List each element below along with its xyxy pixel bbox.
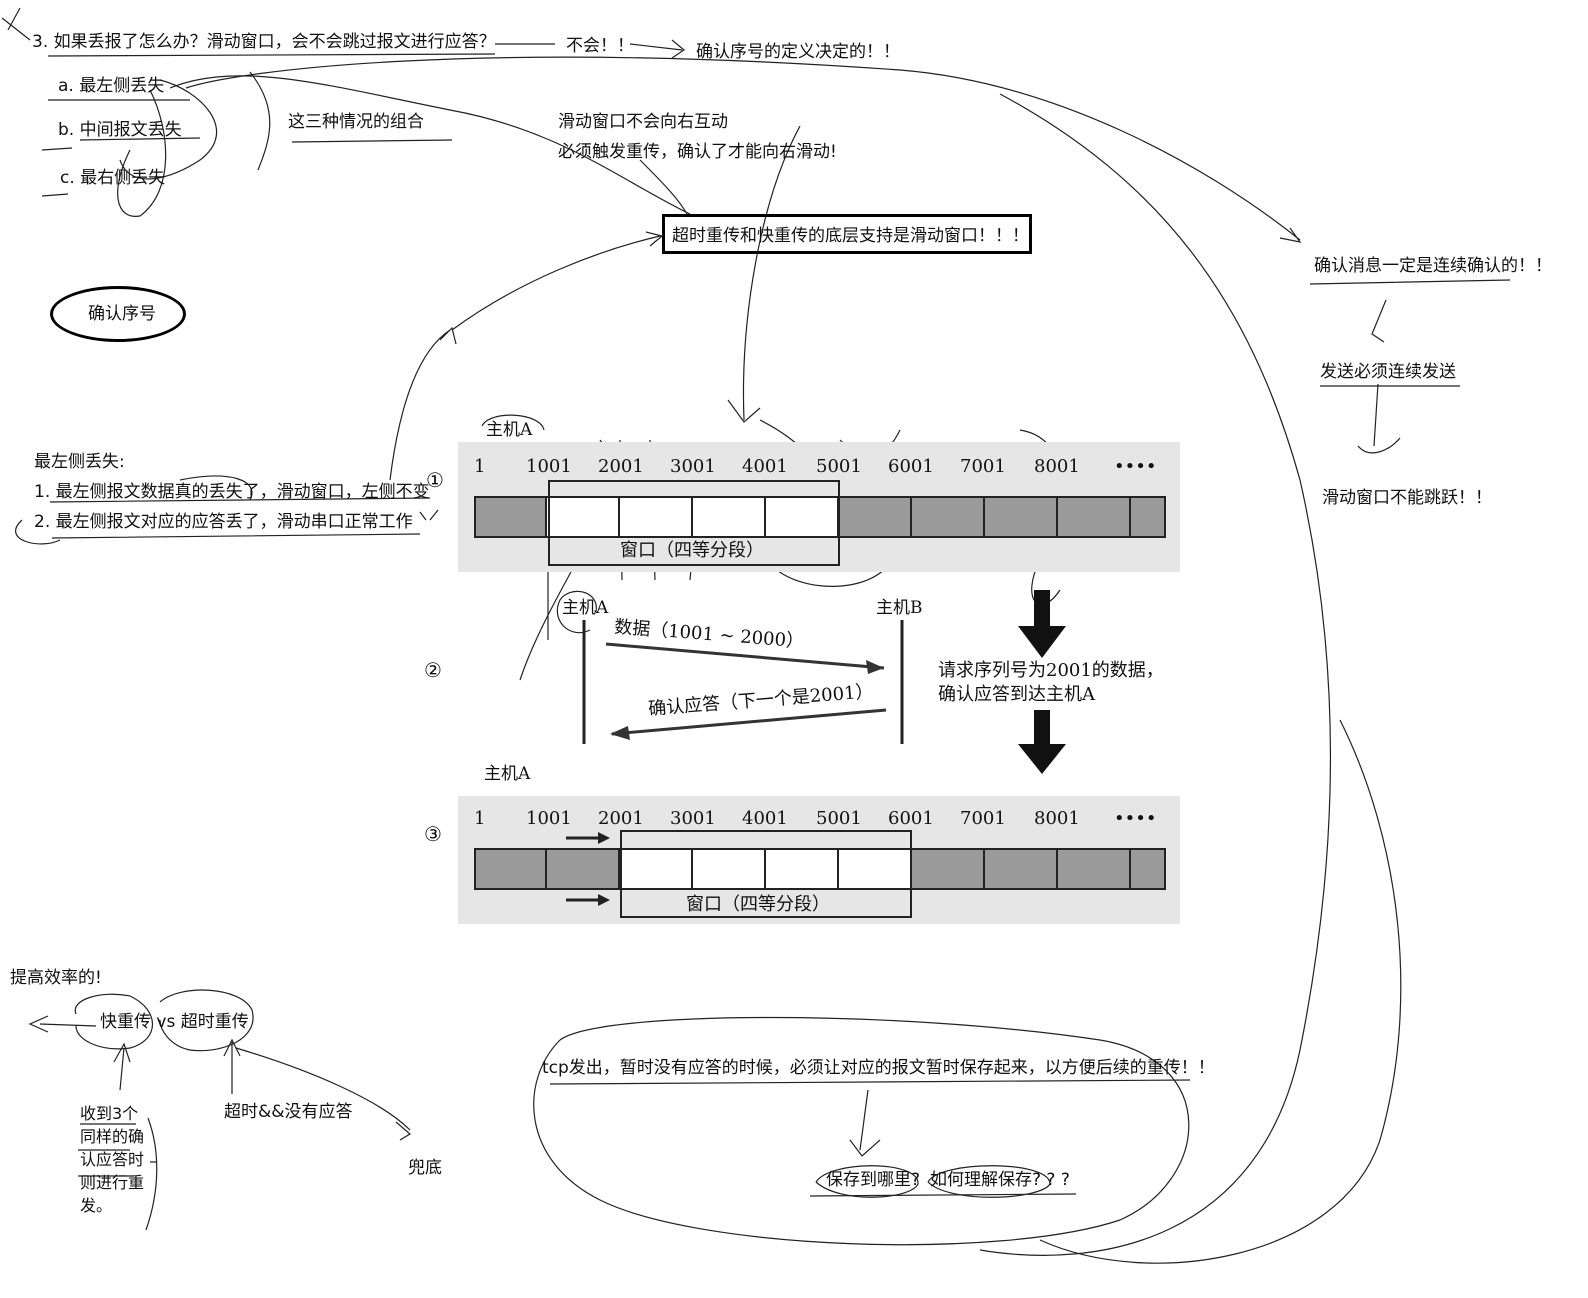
window-segment <box>693 848 766 890</box>
window-3-label: 窗口（四等分段） <box>686 894 830 915</box>
continuous-ack-note: 确认消息一定是连续确认的！！ <box>1314 256 1552 276</box>
seq-number: •••• <box>1114 456 1157 477</box>
host-a-label-1: 主机A <box>486 420 533 440</box>
foundation-note: 超时重传和快重传的底层支持是滑动窗口！！！ <box>672 226 1029 246</box>
seq-number: 5001 <box>816 456 862 477</box>
window-segment <box>766 848 839 890</box>
seq-number: 1 <box>474 808 486 829</box>
how-understand-note: 如何理解保存? ? ? <box>930 1170 1070 1190</box>
tcp-buffer-note: tcp发出，暂时没有应答的时候，必须让对应的报文暂时保存起来，以方便后续的重传！… <box>542 1058 1215 1078</box>
seq-number: •••• <box>1114 808 1157 829</box>
fallback-note: 兜底 <box>408 1158 442 1178</box>
window-1-frame <box>548 480 840 566</box>
explain-line-1: 请求序列号为2001的数据， <box>938 660 1164 681</box>
host-a-label-3: 主机A <box>484 764 531 784</box>
efficiency-note: 提高效率的! <box>10 968 102 988</box>
seq-number: 4001 <box>742 456 788 477</box>
case-a: a. 最左侧丢失 <box>58 76 165 96</box>
case-b: b. 中间报文丢失 <box>58 120 182 140</box>
explain-line-2: 确认应答到达主机A <box>938 684 1095 705</box>
window-segment <box>620 848 693 890</box>
window-segment <box>766 496 839 538</box>
seq-number: 8001 <box>1034 808 1080 829</box>
left-loss-title: 最左侧丢失: <box>34 452 125 472</box>
sequence-segment <box>1058 848 1131 890</box>
window-3-frame <box>620 830 912 918</box>
left-loss-case-1: 1. 最左侧报文数据真的丢失了，滑动窗口，左侧不变 <box>34 482 430 502</box>
must-retransmit-note: 必须触发重传，确认了才能向右滑动! <box>558 142 837 162</box>
window-segment <box>693 496 766 538</box>
step-1-marker: ① <box>426 468 444 492</box>
answer-no: 不会！！ <box>566 36 634 56</box>
seq-number: 7001 <box>960 808 1006 829</box>
no-right-move-note: 滑动窗口不会向右互动 <box>558 112 728 132</box>
seq-number: 7001 <box>960 456 1006 477</box>
where-saved-note: 保存到哪里? <box>826 1170 921 1190</box>
ack-seq-label: 确认序号 <box>88 304 156 324</box>
seq-number: 1001 <box>526 456 572 477</box>
question-3: 3. 如果丢报了怎么办？滑动窗口，会不会跳过报文进行应答？ <box>32 32 496 52</box>
window-1-label: 窗口（四等分段） <box>620 540 764 561</box>
sequence-segment <box>1131 848 1166 890</box>
sequence-segment <box>912 496 985 538</box>
combination-note: 这三种情况的组合 <box>288 112 424 132</box>
seq-number: 3001 <box>670 456 716 477</box>
foundation-box <box>662 214 1032 254</box>
seq-number: 3001 <box>670 808 716 829</box>
case-c: c. 最右侧丢失 <box>60 168 166 188</box>
seq-number: 2001 <box>598 808 644 829</box>
send-continuous-note: 发送必须连续发送 <box>1320 362 1456 382</box>
window-segment <box>547 496 620 538</box>
sequence-segment <box>547 848 620 890</box>
sequence-segment <box>1058 496 1131 538</box>
seq-number: 8001 <box>1034 456 1080 477</box>
timeout-note: 超时&&没有应答 <box>224 1102 353 1122</box>
seq-number: 6001 <box>888 456 934 477</box>
no-jump-note: 滑动窗口不能跳跃！！ <box>1322 488 1492 508</box>
sequence-segment <box>985 848 1058 890</box>
step-2-marker: ② <box>424 658 442 682</box>
sequence-segment <box>1131 496 1166 538</box>
sequence-segment <box>474 848 547 890</box>
ack-seq-ellipse <box>50 286 186 342</box>
window-segment <box>620 496 693 538</box>
sequence-segment <box>474 496 547 538</box>
seq-number: 6001 <box>888 808 934 829</box>
seq-number: 1001 <box>526 808 572 829</box>
sequence-segment <box>985 496 1058 538</box>
ack-definition-note: 确认序号的定义决定的！！ <box>696 42 900 62</box>
seq-number: 2001 <box>598 456 644 477</box>
seq-number: 4001 <box>742 808 788 829</box>
fast-vs-timeout: 快重传 vs 超时重传 <box>100 1012 249 1032</box>
sequence-segment <box>912 848 985 890</box>
host-a-label-2: 主机A <box>562 598 609 618</box>
seq-number: 1 <box>474 456 486 477</box>
sequence-segment <box>839 496 912 538</box>
host-b-label: 主机B <box>876 598 923 618</box>
three-acks-note: 收到3个同样的确认应答时则进行重发。 <box>80 1104 145 1215</box>
window-segment <box>839 848 912 890</box>
step-3-marker: ③ <box>424 822 442 846</box>
seq-number: 5001 <box>816 808 862 829</box>
left-loss-case-2: 2. 最左侧报文对应的应答丢了，滑动串口正常工作 <box>34 512 413 532</box>
